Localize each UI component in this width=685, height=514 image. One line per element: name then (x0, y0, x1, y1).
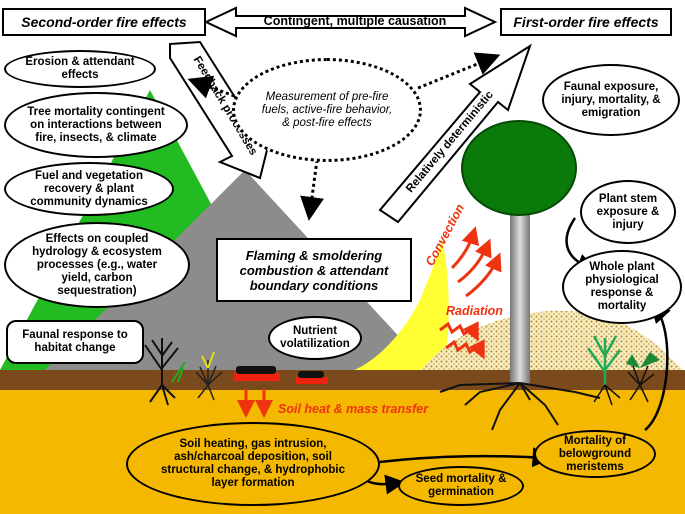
arrow-soil-to-meristem (379, 447, 553, 468)
green-leaves-right (626, 352, 660, 368)
smolder-log-1 (234, 373, 280, 381)
flame (350, 240, 449, 372)
litter-layer (0, 370, 685, 390)
radiation-squiggle-1 (439, 321, 479, 342)
tree-roots (439, 382, 601, 431)
soil-transfer-label: Soil heat & mass transfer (278, 402, 429, 416)
plant-stem-ellipse: Plant stem exposure & injury (580, 180, 676, 244)
smolder-log-1-top (236, 366, 276, 374)
tree-mortality-ellipse: Tree mortality contingent on interaction… (4, 92, 188, 158)
measurement-text: Measurement of pre-fire fuels, active-fi… (261, 90, 393, 129)
measurement-ellipse: Measurement of pre-fire fuels, active-fi… (232, 58, 422, 162)
dotted-arrow-left (187, 75, 241, 100)
dotted-arrow-right (417, 52, 501, 90)
combustion-box: Flaming & smoldering combustion & attend… (216, 238, 412, 302)
contingent-label: Contingent, multiple causation (263, 14, 447, 28)
nutrient-ellipse: Nutrient volatilization (268, 316, 362, 360)
faunal-exposure-ellipse: Faunal exposure, injury, mortality, & em… (542, 64, 680, 136)
convection-arrow-1 (450, 226, 480, 270)
second-order-header: Second-order fire effects (2, 8, 206, 36)
tree-trunk (510, 188, 530, 384)
hydrology-ellipse: Effects on coupled hydrology & ecosystem… (4, 222, 190, 308)
yellow-sprout (201, 351, 215, 369)
first-order-header: First-order fire effects (500, 8, 672, 36)
contingent-arrow (203, 6, 498, 38)
arrow-meristem-to-wholeplant (644, 302, 671, 431)
erosion-ellipse: Erosion & attendant effects (4, 50, 156, 88)
smolder-log-2-top (298, 371, 324, 378)
radiation-squiggle-2 (445, 339, 485, 360)
seed-ellipse: Seed mortality & germination (398, 466, 524, 506)
green-plant-right (586, 335, 621, 385)
fuel-mound (420, 310, 685, 372)
convection-arrow-3 (465, 252, 502, 298)
deterministic-arrow (378, 43, 532, 224)
grass-green-small (171, 361, 186, 383)
meristem-ellipse: Mortality of belowground meristems (534, 430, 656, 478)
smolder-log-2 (296, 377, 328, 384)
faunal-response-box: Faunal response to habitat change (6, 320, 144, 364)
tree-canopy (461, 120, 577, 216)
fuel-recovery-ellipse: Fuel and vegetation recovery & plant com… (4, 162, 174, 216)
tuft-right (627, 365, 655, 403)
green-plant-roots (593, 384, 621, 406)
soil-heating-ellipse: Soil heating, gas intrusion, ash/charcoa… (126, 422, 380, 506)
convection-arrow-2 (457, 238, 492, 284)
burned-tuft (195, 360, 223, 401)
radiation-label: Radiation (446, 304, 503, 318)
burned-plant-left (144, 338, 179, 406)
whole-plant-ellipse: Whole plant physiological response & mor… (562, 250, 682, 324)
dotted-arrow-down (300, 159, 324, 221)
